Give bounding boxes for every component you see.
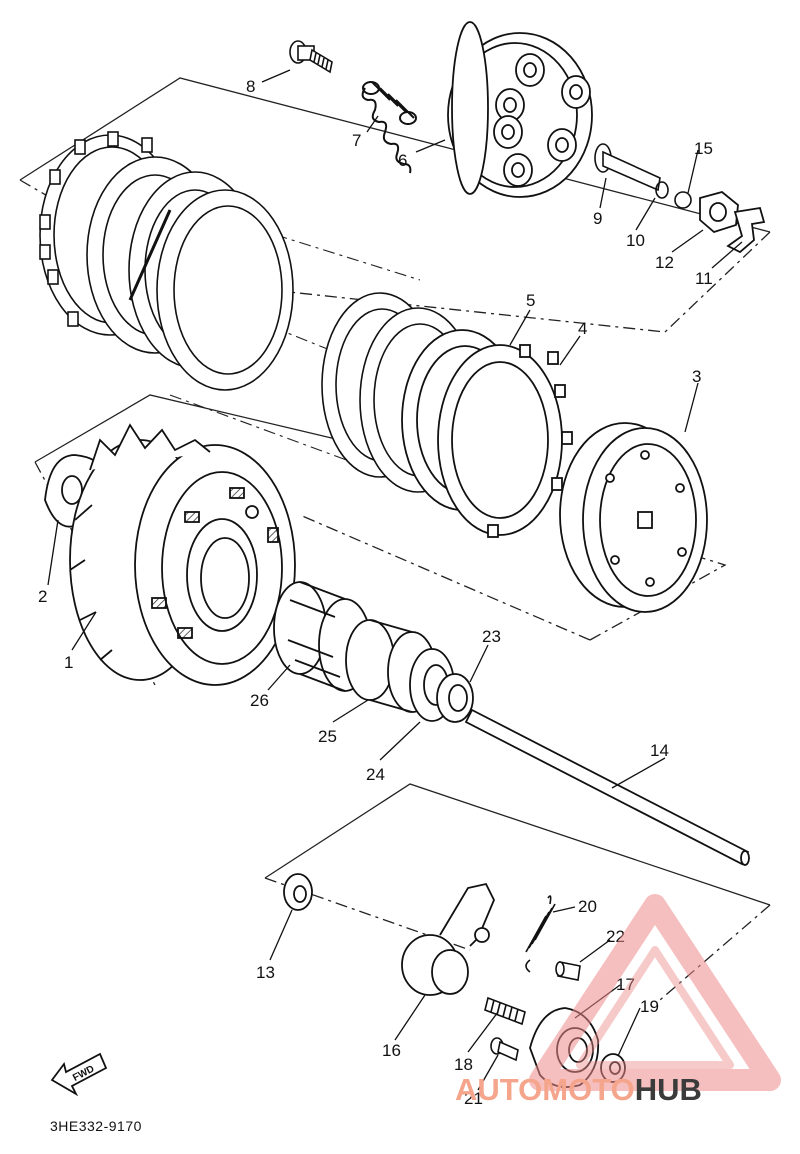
watermark-logo-part2: HUB	[634, 1072, 702, 1107]
part-15-ball	[674, 191, 692, 209]
fwd-arrow-icon: FWD	[50, 1052, 108, 1097]
label-part-23: 23	[482, 627, 501, 646]
part-18-stud-bolt	[484, 996, 526, 1026]
label-part-2: 2	[38, 587, 47, 606]
label-part-9: 9	[593, 209, 602, 228]
label-part-18: 18	[454, 1055, 473, 1074]
part-3-clutch-boss	[559, 422, 708, 613]
watermark-logo: AUTOMOTOHUB	[455, 1072, 702, 1108]
part-labels: 8 7 6 15 9 10 12 11 5 4 3 2 1 23 26 25 2…	[38, 77, 713, 1108]
clutch-plates-upper-stack	[39, 131, 294, 391]
label-part-10: 10	[626, 231, 645, 250]
part-10-o-ring	[655, 181, 669, 199]
part-11-lock-washer	[726, 206, 766, 254]
part-23-washer	[436, 673, 474, 723]
label-part-26: 26	[250, 691, 269, 710]
label-part-24: 24	[366, 765, 385, 784]
label-part-4: 4	[578, 319, 587, 338]
part-20-spring	[525, 895, 556, 973]
part-7-spring	[361, 81, 417, 174]
label-part-13: 13	[256, 963, 275, 982]
label-part-8: 8	[246, 77, 255, 96]
part-13-bearing	[283, 873, 313, 911]
label-part-20: 20	[578, 897, 597, 916]
part-4-friction-plate	[437, 344, 573, 538]
watermark-logo-part1: AUTOMOTO	[455, 1072, 635, 1107]
watermark-triangle-icon	[529, 894, 781, 1091]
part-14-push-rod	[464, 708, 750, 866]
part-21-bolt	[490, 1037, 519, 1062]
label-part-3: 3	[692, 367, 701, 386]
part-6-pressure-plate	[447, 21, 593, 198]
label-part-21: 21	[464, 1089, 483, 1108]
label-part-12: 12	[655, 253, 674, 272]
label-part-17: 17	[616, 975, 635, 994]
label-part-5: 5	[526, 291, 535, 310]
label-part-7: 7	[352, 131, 361, 150]
label-part-11: 11	[695, 269, 713, 288]
part-22-pin	[555, 961, 581, 981]
label-part-16: 16	[382, 1041, 401, 1060]
drawing-code: 3HE332-9170	[50, 1118, 142, 1134]
label-part-15: 15	[694, 139, 713, 158]
label-part-19: 19	[640, 997, 659, 1016]
part-12-nut	[699, 191, 739, 234]
part-8-bolt	[289, 40, 333, 74]
label-part-1: 1	[64, 653, 73, 672]
part-9-push-rod	[594, 143, 661, 192]
part-26-needle-bearing	[273, 581, 372, 692]
part-16-push-lever	[401, 882, 495, 996]
label-part-14: 14	[650, 741, 669, 760]
label-part-6: 6	[398, 151, 407, 170]
label-part-25: 25	[318, 727, 337, 746]
part-1-clutch-housing	[69, 423, 296, 686]
